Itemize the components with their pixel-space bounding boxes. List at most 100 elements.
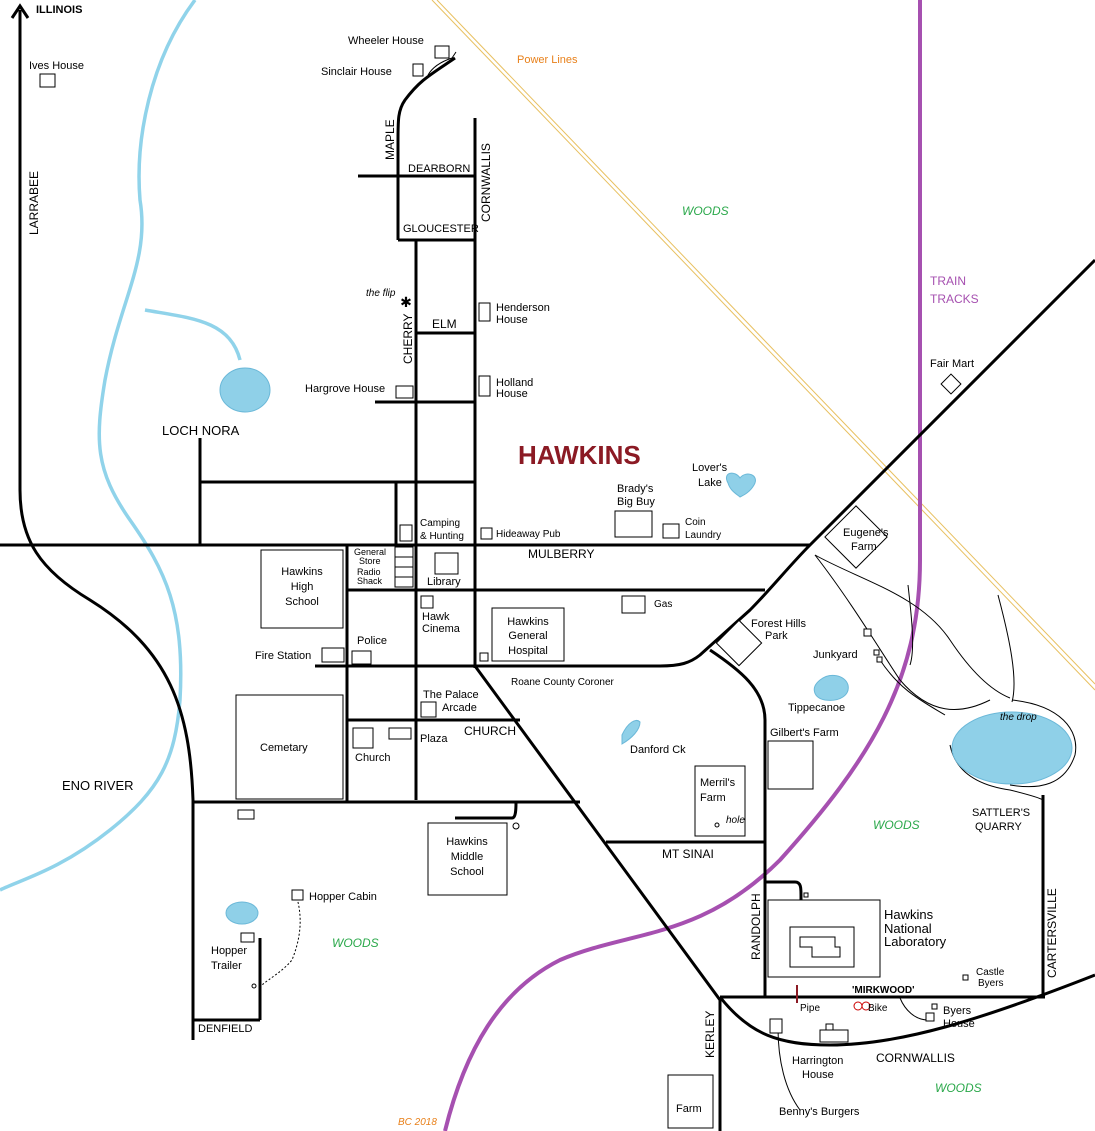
ives-house-label: Ives House: [29, 60, 84, 72]
eno-river: [0, 0, 242, 892]
buildings: [39, 45, 969, 1129]
road-randolph: RANDOLPH: [749, 893, 763, 960]
hargrove-label: Hargrove House: [305, 383, 385, 395]
roads: [0, 3, 1095, 1131]
holland-label-2: House: [496, 388, 528, 400]
fair-mart-label: Fair Mart: [930, 358, 974, 370]
police-label: Police: [357, 635, 387, 647]
road-cornwallis-north: CORNWALLIS: [479, 143, 493, 222]
road-dearborn: DEARBORN: [408, 163, 470, 175]
middle-school-label-3: School: [450, 866, 484, 878]
hopper-trailer-label-1: Hopper: [211, 945, 247, 957]
palace-arcade-label-2: Arcade: [442, 702, 477, 714]
camping-label-1: Camping: [420, 518, 460, 529]
merrils-label-1: Merril's: [700, 777, 736, 789]
hopper-pond: [225, 901, 259, 925]
radio-shack-label-2: Shack: [357, 576, 383, 586]
cemetary-label: Cemetary: [260, 742, 308, 754]
bradys-label-1: Brady's: [617, 483, 654, 495]
harrington-label-1: Harrington: [792, 1055, 843, 1067]
hospital-label-3: Hospital: [508, 645, 548, 657]
road-elm: ELM: [432, 317, 457, 331]
plaza-label: Plaza: [420, 733, 448, 745]
power-lines-label: Power Lines: [517, 54, 578, 66]
road-gloucester: GLOUCESTER: [403, 223, 479, 235]
sattlers-label-2: QUARRY: [975, 821, 1023, 833]
train-label-2: TRACKS: [930, 292, 979, 306]
henderson-label-1: Henderson: [496, 302, 550, 314]
coin-laundry-label-1: Coin: [685, 517, 706, 528]
the-drop-label: the drop: [1000, 712, 1037, 723]
henderson-label-2: House: [496, 314, 528, 326]
bennys-label: Benny's Burgers: [779, 1106, 860, 1118]
pipe-label: Pipe: [800, 1003, 820, 1014]
church-label: Church: [355, 752, 390, 764]
gas-label: Gas: [654, 599, 672, 610]
eno-river-label: ENO RIVER: [62, 778, 134, 793]
hideaway-label: Hideaway Pub: [496, 529, 561, 540]
the-drop-quarry: [951, 711, 1073, 785]
sattlers-label-1: SATTLER'S: [972, 807, 1030, 819]
hospital-label-2: General: [508, 630, 547, 642]
train-label-1: TRAIN: [930, 274, 966, 288]
road-mt-sinai: MT SINAI: [662, 847, 714, 861]
coin-laundry-label-2: Laundry: [685, 530, 721, 541]
castle-byers-label-1: Castle: [976, 967, 1005, 978]
tippecanoe-pond: [813, 674, 849, 701]
middle-school-label-2: Middle: [451, 851, 483, 863]
danforth-creek: [621, 720, 641, 745]
forest-hills-label-2: Park: [765, 630, 788, 642]
gilberts-label: Gilbert's Farm: [770, 727, 839, 739]
hospital-label-1: Hawkins: [507, 616, 549, 628]
holland-label-1: Holland: [496, 377, 533, 389]
eugenes-label-2: Farm: [851, 541, 877, 553]
hawk-cinema-label-1: Hawk: [422, 611, 450, 623]
high-school-label-1: Hawkins: [281, 566, 323, 578]
woods-label-3: WOODS: [332, 936, 379, 950]
credit-label: BC 2018: [398, 1117, 437, 1128]
bike-label: Bike: [868, 1003, 888, 1014]
palace-arcade-label-1: The Palace: [423, 689, 479, 701]
lovers-lake-label-1: Lover's: [692, 462, 728, 474]
map-title: HAWKINS: [518, 440, 641, 470]
road-larrabee: LARRABEE: [27, 171, 41, 235]
illinois-label: ILLINOIS: [36, 4, 82, 16]
farm-label: Farm: [676, 1103, 702, 1115]
byers-house-label-2: House: [943, 1018, 975, 1030]
general-store-label-1: General: [354, 547, 386, 557]
harrington-label-2: House: [802, 1069, 834, 1081]
road-mulberry: MULBERRY: [528, 547, 594, 561]
danforth-label: Danford Ck: [630, 744, 686, 756]
merrils-label-2: Farm: [700, 792, 726, 804]
high-school-label-3: School: [285, 596, 319, 608]
lab-label-3: Laboratory: [884, 934, 947, 949]
radio-shack-label-1: Radio: [357, 567, 381, 577]
road-maple: MAPLE: [383, 119, 397, 160]
library-label: Library: [427, 576, 461, 588]
road-church: CHURCH: [464, 724, 516, 738]
woods-label-2: WOODS: [873, 818, 920, 832]
loch-nora-label: LOCH NORA: [162, 423, 240, 438]
sinclair-house-label: Sinclair House: [321, 66, 392, 78]
flip-marker-icon: ✱: [400, 294, 412, 310]
lab-label-2: National: [884, 921, 932, 936]
lovers-lake: [726, 472, 756, 498]
road-denfield: DENFIELD: [198, 1023, 252, 1035]
hawk-cinema-label-2: Cinema: [422, 623, 461, 635]
road-kerley: KERLEY: [703, 1011, 717, 1058]
lovers-lake-label-2: Lake: [698, 477, 722, 489]
byers-house-label-1: Byers: [943, 1005, 972, 1017]
fire-station-label: Fire Station: [255, 650, 311, 662]
forest-hills-label-1: Forest Hills: [751, 618, 807, 630]
power-lines: [431, 0, 1095, 691]
coroner-label: Roane County Coroner: [511, 677, 615, 688]
mirkwood-label: 'MIRKWOOD': [852, 985, 915, 996]
woods-label-1: WOODS: [682, 204, 729, 218]
the-flip-label: the flip: [366, 288, 396, 299]
bike-icon: [853, 1001, 871, 1011]
hole-label: hole: [726, 815, 745, 826]
road-cartersville: CARTERSVILLE: [1045, 888, 1059, 978]
middle-school-label-1: Hawkins: [446, 836, 488, 848]
hopper-trailer-label-2: Trailer: [211, 960, 242, 972]
